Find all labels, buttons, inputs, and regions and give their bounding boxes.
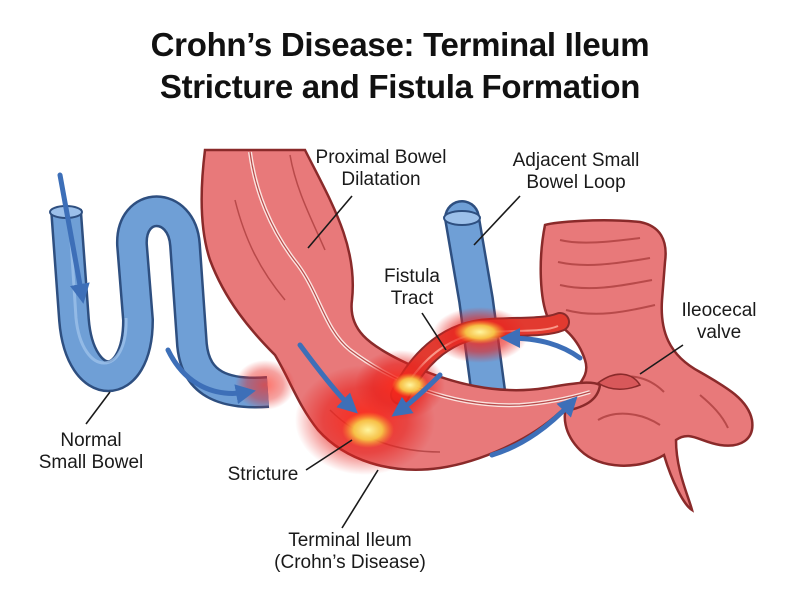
label-line: Tract bbox=[390, 288, 434, 309]
label-line: Normal bbox=[60, 430, 122, 451]
label-line: Terminal Ileum bbox=[288, 530, 412, 551]
label-stricture: Stricture bbox=[227, 464, 299, 485]
label-line: Bowel Loop bbox=[526, 172, 626, 193]
label-terminal-ileum: Terminal Ileum (Crohn’s Disease) bbox=[250, 530, 450, 574]
leader-line bbox=[421, 312, 447, 351]
flow-arrows bbox=[57, 172, 583, 458]
leader-lines bbox=[85, 195, 684, 529]
label-normal-small-bowel: Normal Small Bowel bbox=[26, 430, 156, 474]
label-fistula-tract: Fistula Tract bbox=[372, 266, 452, 310]
leader-line bbox=[341, 469, 379, 529]
label-line: valve bbox=[696, 322, 742, 343]
leader-line bbox=[473, 195, 521, 246]
stricture-hotspot bbox=[342, 412, 394, 448]
flow-arrow bbox=[57, 172, 90, 304]
ileocecal-valve bbox=[596, 373, 642, 390]
flow-arrow bbox=[391, 372, 443, 417]
adjacent-small-bowel-loop bbox=[443, 200, 508, 423]
bowel-opening bbox=[443, 210, 481, 226]
normal-small-bowel bbox=[49, 195, 270, 409]
label-line: Proximal Bowel bbox=[315, 147, 447, 168]
leader-line bbox=[85, 391, 111, 425]
label-line: Adjacent Small bbox=[512, 150, 640, 171]
fistula-hotspot bbox=[454, 320, 506, 344]
flow-arrow bbox=[489, 396, 578, 458]
label-line: Small Bowel bbox=[38, 452, 144, 473]
label-line: Dilatation bbox=[341, 169, 421, 190]
label-line: Ileocecal bbox=[681, 300, 757, 321]
flow-arrow bbox=[165, 347, 256, 404]
label-line: (Crohn’s Disease) bbox=[274, 552, 426, 573]
leader-line bbox=[307, 195, 353, 249]
flow-arrow bbox=[297, 342, 358, 414]
cecum-colon bbox=[539, 219, 754, 513]
leader-line bbox=[305, 439, 353, 471]
label-adjacent-small-bowel-loop: Adjacent Small Bowel Loop bbox=[486, 150, 666, 194]
inflammation-regions bbox=[235, 307, 528, 475]
diagram-title-line-2: Stricture and Fistula Formation bbox=[159, 68, 641, 105]
label-ileocecal-valve: Ileocecal valve bbox=[664, 300, 774, 344]
flow-arrow bbox=[500, 328, 583, 361]
diagram-title-line-1: Crohn’s Disease: Terminal Ileum bbox=[150, 26, 650, 63]
label-line: Fistula bbox=[384, 266, 440, 287]
label-proximal-bowel-dilatation: Proximal Bowel Dilatation bbox=[306, 147, 456, 191]
leader-line bbox=[639, 344, 684, 375]
